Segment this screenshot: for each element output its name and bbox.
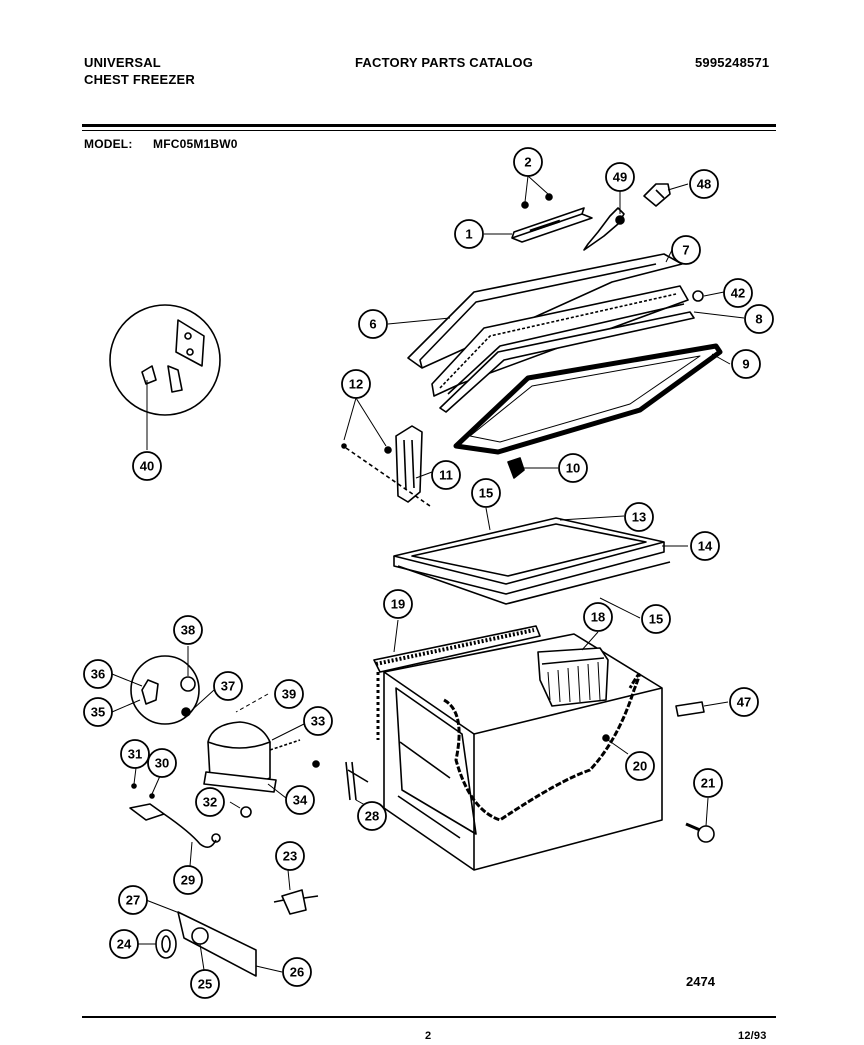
callout-28: 28 [365, 809, 379, 824]
thermostat [129, 783, 221, 848]
callout-7: 7 [682, 243, 689, 258]
callout-34: 34 [293, 793, 308, 808]
callout-21: 21 [701, 776, 715, 791]
callout-19: 19 [391, 597, 405, 612]
callout-23: 23 [283, 849, 297, 864]
callout-33: 33 [311, 714, 325, 729]
callout-40: 40 [140, 459, 154, 474]
light-switch [273, 889, 319, 915]
cabinet-top-frame [393, 517, 671, 605]
callout-13: 13 [632, 510, 646, 525]
callout-39: 39 [282, 687, 296, 702]
control-cover [177, 911, 257, 977]
model-label: MODEL: [84, 137, 133, 151]
nameplate [675, 701, 705, 717]
callout-10: 10 [566, 461, 580, 476]
callout-31: 31 [128, 747, 142, 762]
callout-24: 24 [117, 937, 132, 952]
leader-lines [111, 175, 745, 973]
product-name: CHEST FREEZER [84, 72, 195, 87]
lid-hinge-bracket [583, 207, 625, 251]
cabinet-body [383, 633, 663, 871]
drawing-number: 2474 [686, 974, 716, 989]
footer-rule [82, 1016, 776, 1018]
callout-29: 29 [181, 873, 195, 888]
callout-35: 35 [91, 705, 105, 720]
lid-gasket [453, 343, 723, 455]
handle-screws [521, 193, 553, 209]
lid-handle [511, 207, 593, 243]
callout-9: 9 [742, 357, 749, 372]
callout-1: 1 [465, 227, 472, 242]
compressor [203, 721, 320, 793]
callout-49: 49 [613, 170, 627, 185]
thermostat-knob [155, 929, 177, 959]
callout-25: 25 [198, 977, 212, 992]
evaporator-tubing [443, 673, 641, 822]
callout-2: 2 [524, 155, 531, 170]
lid-breaker-strip [439, 311, 695, 413]
catalog-title: FACTORY PARTS CATALOG [355, 55, 534, 70]
brand-name: UNIVERSAL [84, 55, 161, 70]
callout-15-top: 15 [479, 486, 493, 501]
page-number: 2 [425, 1030, 432, 1042]
hinge-cover [643, 183, 671, 207]
callout-14: 14 [698, 539, 713, 554]
callout-12: 12 [349, 377, 363, 392]
detail-circle-grommet [109, 304, 221, 416]
storage-basket [537, 647, 609, 707]
callout-47: 47 [737, 695, 751, 710]
callout-6: 6 [369, 317, 376, 332]
catalog-date: 12/93 [738, 1030, 767, 1042]
callout-48: 48 [697, 177, 711, 192]
callout-15-bottom: 15 [649, 612, 663, 627]
lid-stop-screw [507, 457, 525, 479]
callout-37: 37 [221, 679, 235, 694]
callout-18: 18 [591, 610, 605, 625]
header-rule-thin [82, 130, 776, 131]
header-rule-thick [82, 124, 776, 127]
leveling-foot [685, 822, 715, 843]
hinge-plug [692, 290, 704, 302]
callout-circles [83, 147, 774, 999]
drain-tube [345, 761, 369, 801]
model-value: MFC05M1BW0 [153, 137, 238, 151]
callout-38: 38 [181, 623, 195, 638]
callout-36: 36 [91, 667, 105, 682]
callout-8: 8 [755, 312, 762, 327]
callout-30: 30 [155, 756, 169, 771]
detail-circle-relay [130, 655, 200, 725]
compressor-grommet [240, 806, 252, 818]
callout-27: 27 [126, 893, 140, 908]
callout-42: 42 [731, 286, 745, 301]
callout-11: 11 [439, 468, 453, 483]
callout-26: 26 [290, 965, 304, 980]
part-number: 5995248571 [695, 55, 770, 70]
lid-hinge [341, 425, 431, 507]
callout-32: 32 [203, 795, 217, 810]
callout-20: 20 [633, 759, 647, 774]
condenser-coil [373, 625, 541, 740]
